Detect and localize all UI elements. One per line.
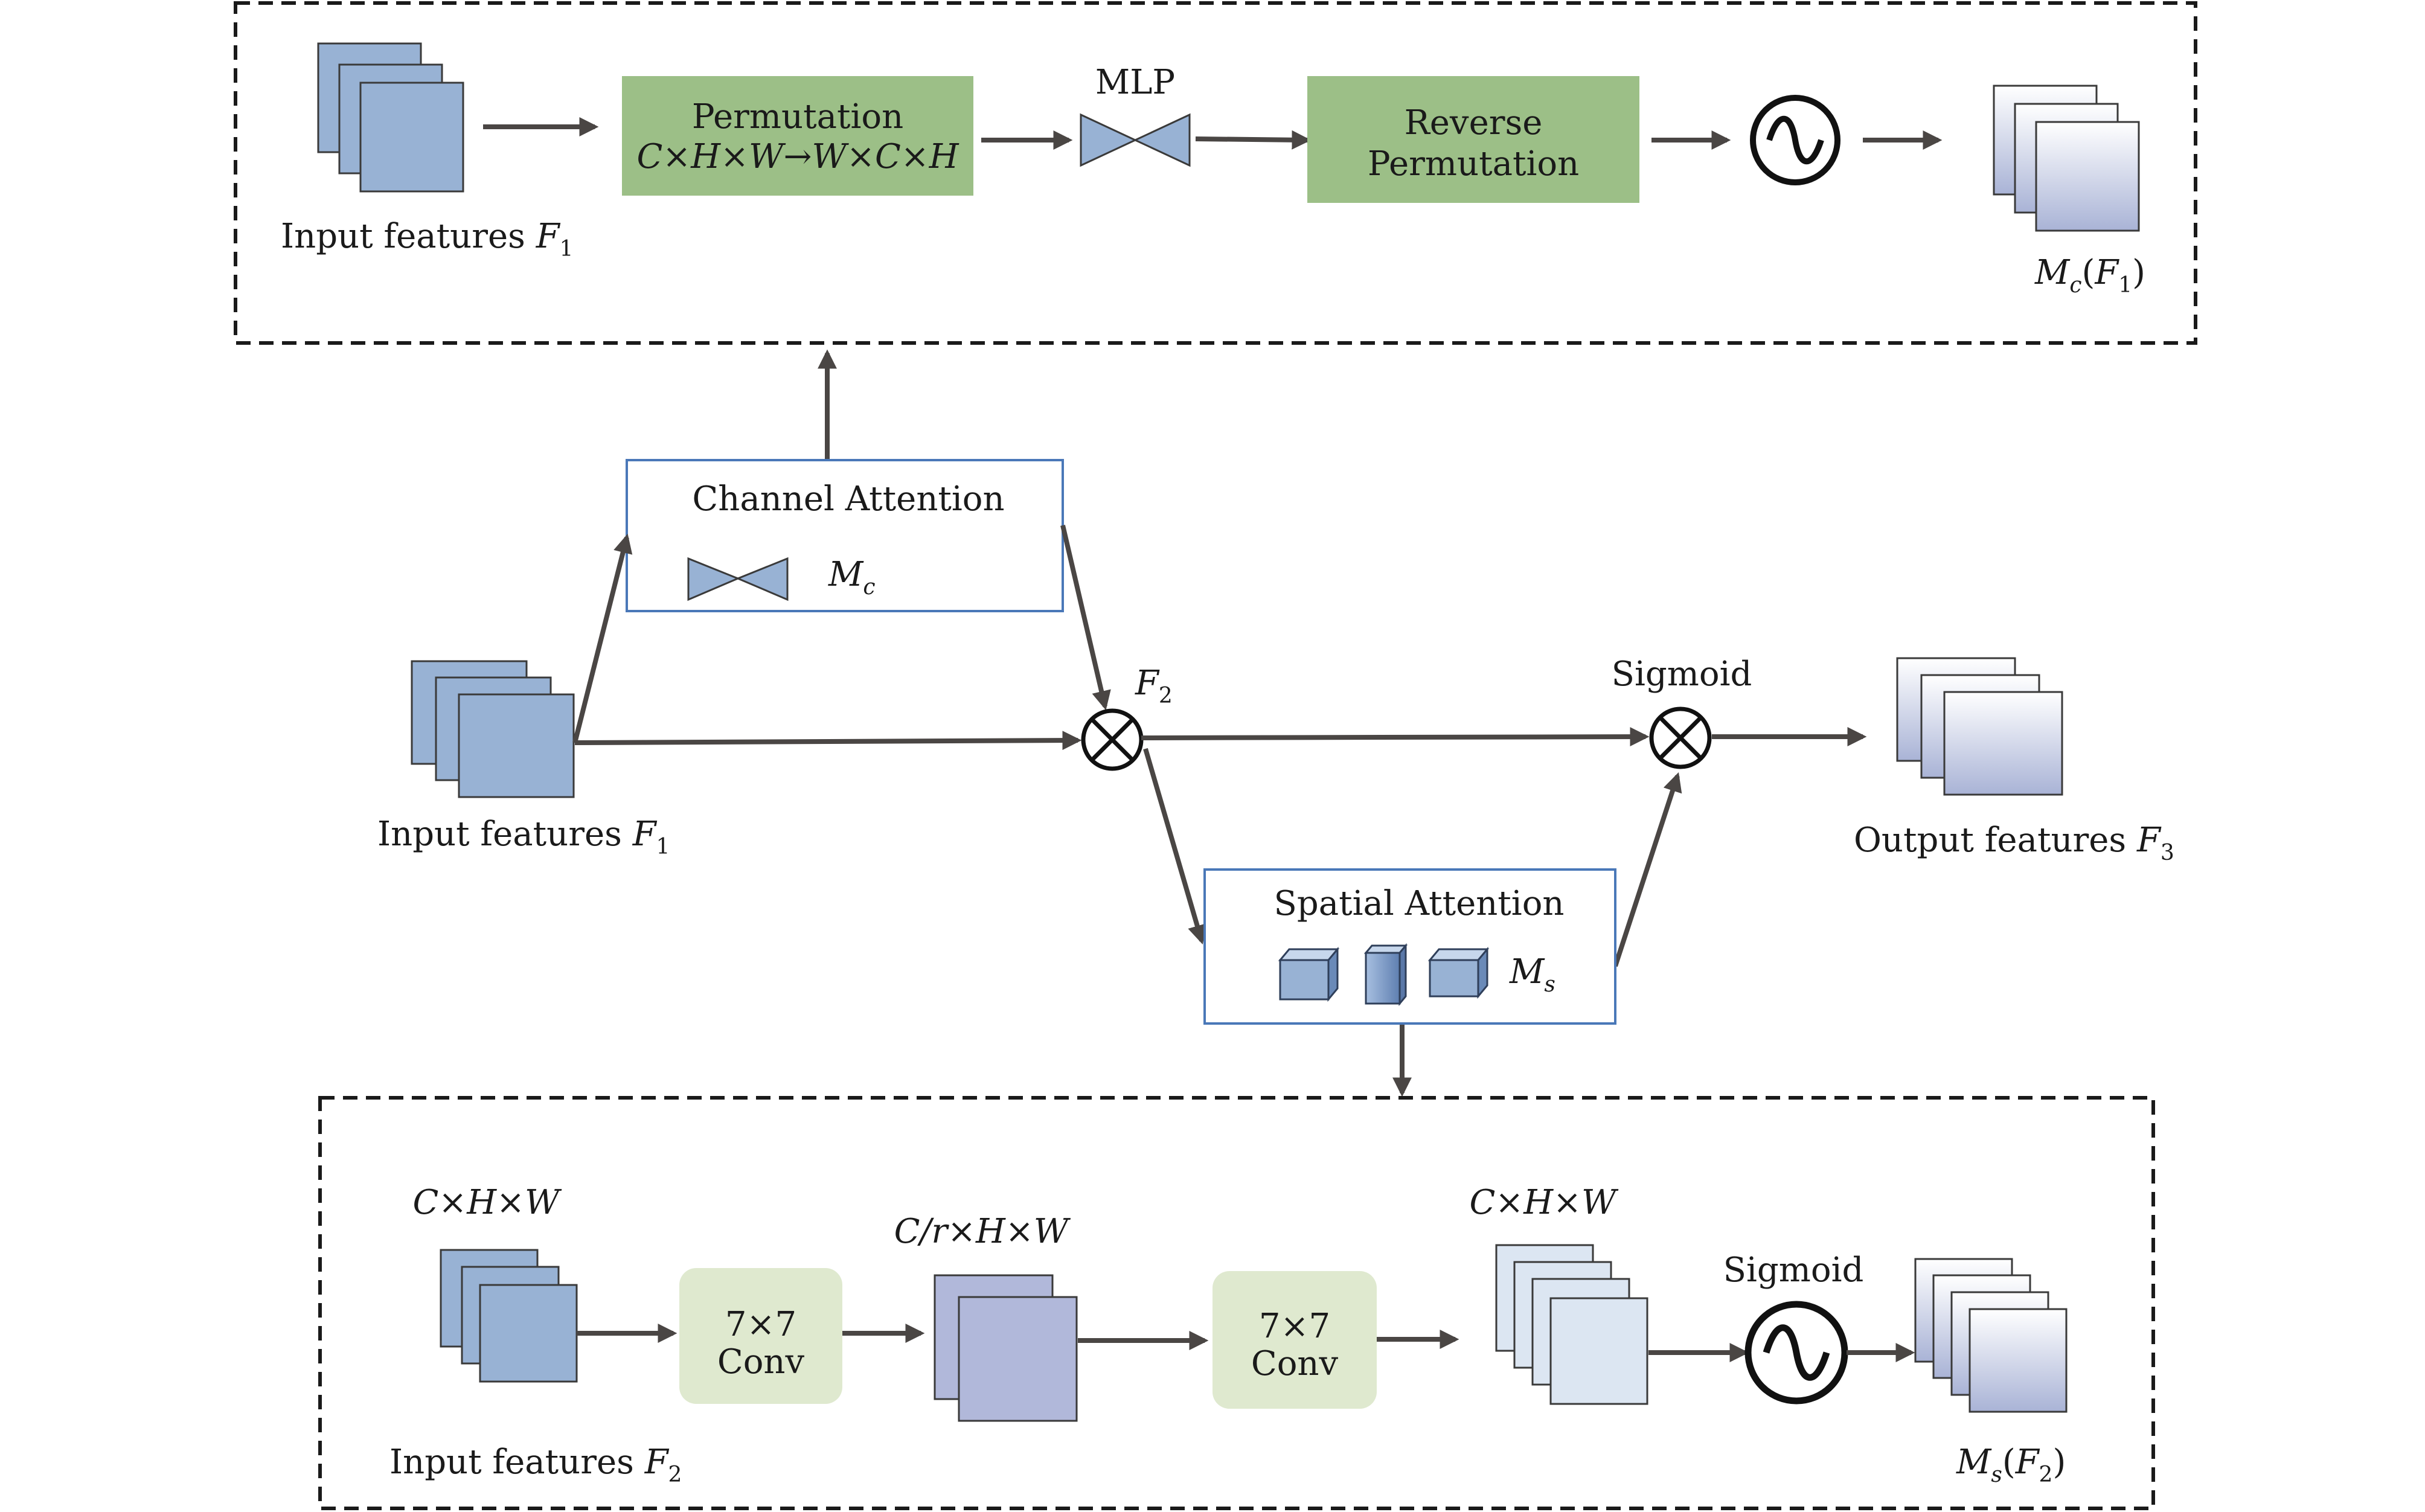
spatial-attention-box xyxy=(1203,868,1616,1025)
bottom-output-feature-stack xyxy=(1914,1258,2068,1413)
middle-sigmoid-label: Sigmoid xyxy=(1612,655,1752,694)
bottom-mid-feature-stack xyxy=(934,1274,1078,1422)
conv2-line2: Conv xyxy=(1251,1344,1339,1383)
f2-multiply-circle-icon xyxy=(1081,708,1144,771)
spatial-ms-label: Ms xyxy=(1509,952,1555,997)
arrow-f2-to-spatial xyxy=(1143,748,1207,945)
spatial-cube-icon-1 xyxy=(1278,946,1340,1002)
channel-mc-label: Mc xyxy=(828,555,876,600)
bottom-sine-wave-icon xyxy=(1744,1301,1848,1405)
middle-input-feature-stack xyxy=(411,660,575,798)
permutation-box xyxy=(622,76,973,196)
bottom-input-feature-stack xyxy=(440,1249,578,1383)
channel-butterfly-icon xyxy=(687,557,789,601)
mlp-label: MLP xyxy=(1095,63,1175,102)
conv2-line1: 7×7 xyxy=(1259,1307,1330,1346)
bottom-light-feature-stack xyxy=(1495,1244,1648,1405)
spatial-cube-icon-2 xyxy=(1363,943,1408,1007)
top-input-feature-stack xyxy=(317,42,464,193)
mlp-butterfly-icon xyxy=(1080,113,1191,167)
bottom-output-label: Ms(F2) xyxy=(1956,1443,2066,1487)
permutation-formula: C×H×W→W×C×H xyxy=(636,137,959,176)
top-output-feature-stack xyxy=(1993,85,2140,232)
f2-label: F2 xyxy=(1135,664,1173,708)
bottom-input-label: Input features F2 xyxy=(389,1443,682,1487)
spatial-attention-title: Spatial Attention xyxy=(1274,884,1565,923)
bottom-panel-frame xyxy=(318,1096,2155,1510)
bottom-dim-1: C×H×W xyxy=(412,1183,562,1222)
arrow-spatial-to-sigmoid-multiply xyxy=(1613,772,1682,967)
top-input-label: Input features F1 xyxy=(281,217,573,261)
bottom-sigmoid-label: Sigmoid xyxy=(1723,1251,1864,1290)
top-panel-frame xyxy=(234,1,2197,345)
middle-input-label: Input features F1 xyxy=(377,815,670,859)
arrow-input-to-f2-multiply xyxy=(574,731,1082,751)
arrow-channel-to-f2-multiply xyxy=(1060,525,1111,711)
conv-box-2 xyxy=(1212,1271,1377,1409)
channel-attention-title: Channel Attention xyxy=(692,479,1004,519)
arrow-input-to-channel xyxy=(572,533,633,743)
bottom-dim-2: C/r×H×W xyxy=(894,1212,1071,1251)
conv1-line1: 7×7 xyxy=(725,1305,796,1344)
conv-box-1 xyxy=(679,1268,842,1404)
permutation-title: Permutation xyxy=(692,97,903,136)
conv1-line2: Conv xyxy=(717,1342,805,1382)
reverse-permutation-box xyxy=(1307,76,1639,203)
middle-output-feature-stack xyxy=(1896,657,2063,796)
arrow-top-3 xyxy=(1195,130,1312,150)
spatial-cube-icon-3 xyxy=(1427,946,1490,999)
reverse-line1: Reverse xyxy=(1405,103,1543,143)
reverse-line2: Permutation xyxy=(1368,144,1579,184)
middle-output-label: Output features F3 xyxy=(1854,821,2174,865)
top-output-label: Mc(F1) xyxy=(2034,253,2145,298)
bottom-dim-3: C×H×W xyxy=(1469,1183,1619,1222)
sigmoid-multiply-circle-icon xyxy=(1649,706,1712,769)
arrow-f2-to-sigmoid-multiply xyxy=(1141,727,1650,747)
top-sine-wave-icon xyxy=(1750,95,1840,185)
